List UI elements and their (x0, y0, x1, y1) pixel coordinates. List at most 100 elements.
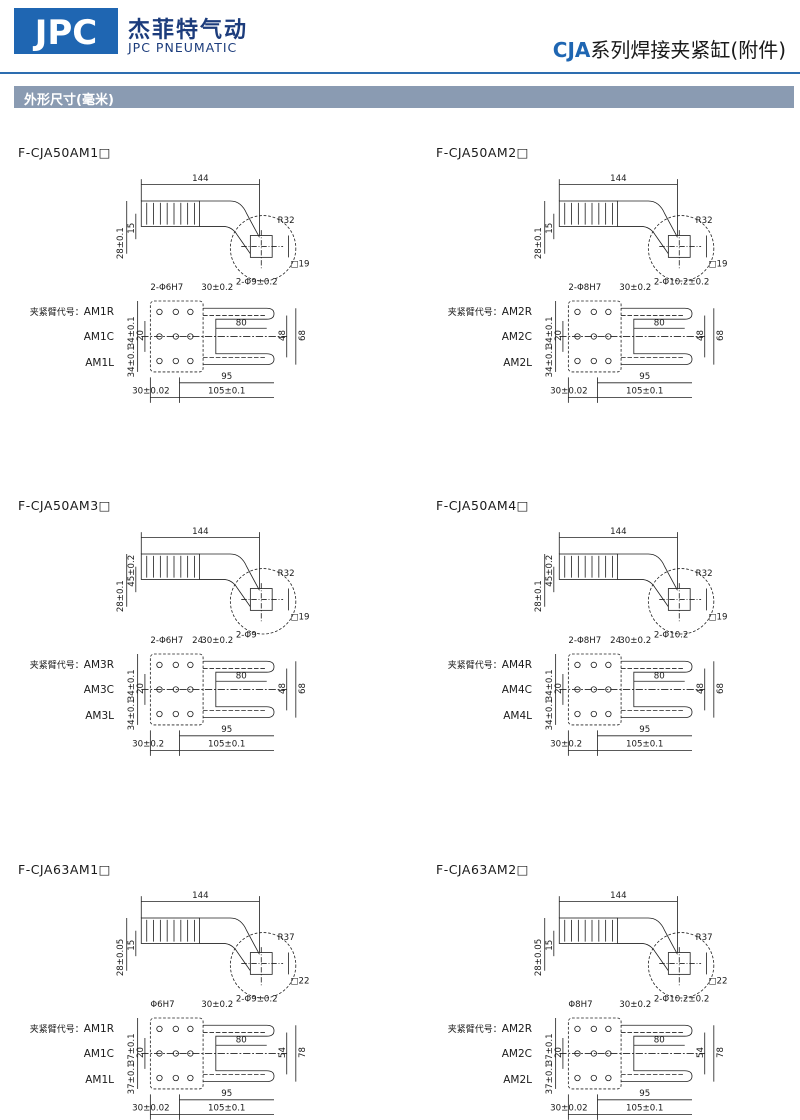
arm-code-row: 夹紧臂代号：AM1R (30, 305, 114, 318)
dim-square: □19 (708, 612, 727, 622)
dim-height: 28±0.1 (534, 580, 544, 612)
dim-pitch: 30±0.2 (201, 1000, 233, 1010)
arm-code-l: AM1L (85, 1074, 114, 1086)
dim-square: □22 (708, 976, 727, 986)
clamp-radius-circle (647, 568, 715, 635)
dim-d2: 30±0.2 (550, 740, 582, 750)
dim-v2: 20 (554, 330, 564, 341)
dim-v5: 78 (716, 1047, 726, 1058)
technical-drawing: 144 R32 28±0.1 45±0.2 □19 2-Φ6H7 24 30±0… (114, 492, 414, 756)
dim-v4: 48 (696, 330, 706, 341)
series-name: 系列焊接夹紧缸(附件) (590, 38, 786, 62)
dim-d2: 30±0.02 (132, 1104, 169, 1114)
dim-height-2: 15 (127, 223, 137, 234)
dim-v2: 20 (136, 330, 146, 341)
dim-radius: R32 (278, 569, 295, 579)
arm-outline (617, 553, 678, 591)
arm-code-l: AM4L (503, 710, 532, 722)
dim-v2: 20 (554, 683, 564, 694)
dim-v3: 34±0.1 (127, 345, 137, 377)
dim-v2: 20 (136, 1047, 146, 1058)
arm-code-r: AM2R (501, 1023, 532, 1035)
dim-height: 28±0.05 (116, 939, 126, 976)
arm-outline (199, 553, 260, 591)
dim-v4: 54 (278, 1047, 288, 1058)
dim-v2: 20 (554, 1047, 564, 1058)
dim-height-2: 45±0.2 (545, 555, 555, 587)
dim-v4: 48 (278, 683, 288, 694)
dim-d1: 95 (221, 1089, 232, 1099)
arm-outline-lower (199, 226, 251, 254)
arm-outline-lower (199, 579, 251, 607)
part-number: F-CJA50AM3□ (18, 498, 111, 513)
dim-d1: 95 (639, 725, 650, 735)
arm-code-row: 夹紧臂代号：AM2R (448, 305, 532, 318)
arm-code-r: AM2R (501, 306, 532, 318)
dim-width: 80 (236, 1036, 247, 1046)
arm-outline (199, 917, 260, 955)
dim-width: 80 (654, 1036, 665, 1046)
grip-body (558, 553, 618, 580)
arm-outline (199, 200, 260, 238)
dim-v4: 48 (696, 683, 706, 694)
technical-drawing: 144 R37 28±0.05 15 □22 Φ8H7 30±0.2 2-Φ10… (532, 856, 800, 1120)
dim-width: 80 (654, 319, 665, 329)
header-divider (0, 72, 800, 74)
dim-pitch: 30±0.2 (619, 283, 651, 293)
dim-v1: 37±0.1 (545, 1033, 555, 1065)
fork-outline (621, 1024, 693, 1083)
arm-code-c: AM3C (83, 684, 114, 696)
dim-v5: 78 (298, 1047, 308, 1058)
dim-height: 28±0.1 (116, 580, 126, 612)
arm-code-row: 夹紧臂代号：AM4R (448, 658, 532, 671)
dim-v5: 68 (716, 683, 726, 694)
dim-length: 144 (192, 891, 208, 901)
arm-code-row: 夹紧臂代号：AM1R (30, 1022, 114, 1035)
dim-d3: 105±0.1 (626, 1104, 663, 1114)
arm-code-title: 夹紧臂代号： (29, 661, 84, 671)
dim-d3: 105±0.1 (208, 387, 245, 397)
part-number: F-CJA63AM1□ (18, 862, 111, 877)
page-header: JPC 杰菲特气动 JPC PNEUMATIC CJA系列焊接夹紧缸(附件) (0, 0, 800, 78)
arm-code-title: 夹紧臂代号： (447, 1025, 502, 1035)
clamp-radius-circle (229, 932, 297, 999)
technical-drawing: 144 R32 28±0.1 15 □19 2-Φ8H7 30±0.2 2-Φ1… (532, 139, 800, 403)
dim-radius: R32 (696, 569, 713, 579)
dim-height: 28±0.05 (534, 939, 544, 976)
dim-v2: 20 (136, 683, 146, 694)
dim-v3: 34±0.1 (545, 345, 555, 377)
dim-length: 144 (610, 891, 626, 901)
dim-d1: 95 (221, 725, 232, 735)
part-number: F-CJA50AM2□ (436, 145, 529, 160)
grip-body (140, 917, 200, 944)
drawing-panel-4: F-CJA50AM4□ (432, 498, 792, 756)
dim-v3: 34±0.1 (127, 698, 137, 730)
dim-length: 144 (610, 174, 626, 184)
drawing-panel-1: F-CJA50AM1□ (14, 145, 374, 403)
dim-pitch: 30±0.2 (201, 636, 233, 646)
section-title: 外形尺寸(毫米) (24, 93, 114, 108)
dim-holes: 2-Φ6H7 (150, 636, 183, 646)
dim-holes: 2-Φ6H7 (150, 283, 183, 293)
drawing-panel-5: F-CJA63AM1□ (14, 862, 374, 1120)
dim-d3: 105±0.1 (626, 387, 663, 397)
dim-pin: 2-Φ10.2±0.2 (654, 278, 710, 288)
arm-code-l: AM2L (503, 357, 532, 369)
dim-v5: 68 (298, 330, 308, 341)
dim-width: 80 (654, 672, 665, 682)
grip-body (558, 917, 618, 944)
arm-code-c: AM1C (83, 331, 114, 343)
dim-length: 144 (192, 527, 208, 537)
dim-extra: 24 (610, 636, 621, 646)
arm-code-row: 夹紧臂代号：AM2R (448, 1022, 532, 1035)
part-number: F-CJA50AM4□ (436, 498, 529, 513)
dim-width: 80 (236, 672, 247, 682)
arm-code-row: 夹紧臂代号：AM3R (30, 658, 114, 671)
dim-height-2: 15 (127, 940, 137, 951)
technical-drawing: 144 R32 28±0.1 15 □19 2-Φ6H7 30±0.2 2-Φ9… (114, 139, 414, 403)
dim-width: 80 (236, 319, 247, 329)
arm-outline (617, 200, 678, 238)
arm-outline-lower (617, 579, 669, 607)
arm-code-l: AM2L (503, 1074, 532, 1086)
dim-d2: 30±0.2 (132, 740, 164, 750)
